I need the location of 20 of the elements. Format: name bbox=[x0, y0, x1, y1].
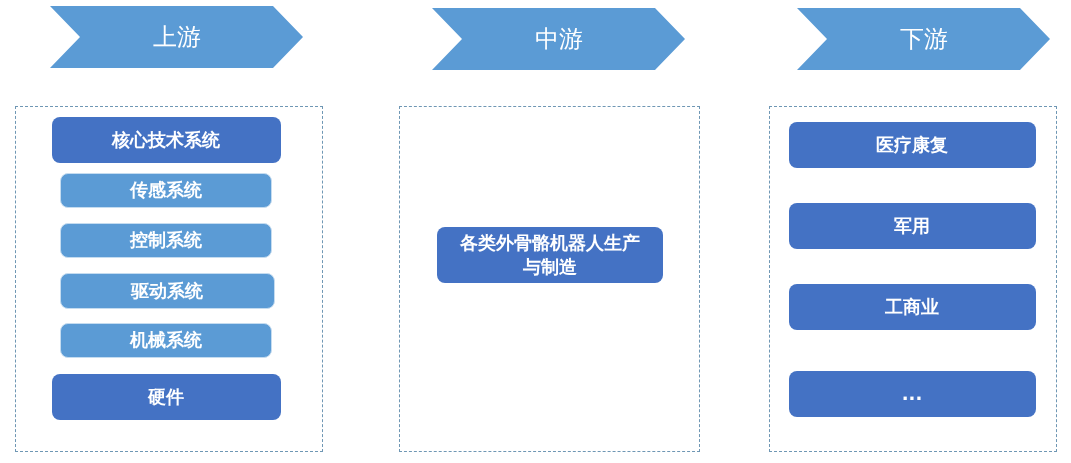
dashed-frame bbox=[769, 106, 1057, 452]
chevron-banner bbox=[50, 6, 303, 68]
chevron-banner bbox=[797, 8, 1050, 70]
dashed-frame bbox=[399, 106, 700, 452]
dashed-frame bbox=[15, 106, 323, 452]
category-box: 核心技术系统 bbox=[51, 116, 281, 163]
subsystem-box: 驱动系统 bbox=[59, 272, 275, 309]
category-box: 各类外骨骼机器人生产与制造 bbox=[436, 226, 663, 283]
stage-label: 上游 bbox=[152, 23, 201, 51]
stage-label: 下游 bbox=[899, 25, 948, 53]
category-box: 军用 bbox=[788, 202, 1036, 249]
category-box: ... bbox=[788, 370, 1036, 417]
stage-label: 中游 bbox=[534, 25, 583, 53]
subsystem-box: 传感系统 bbox=[59, 172, 272, 208]
subsystem-box: 机械系统 bbox=[59, 322, 272, 358]
subsystem-box: 控制系统 bbox=[59, 222, 272, 258]
category-box: 医疗康复 bbox=[788, 121, 1036, 168]
chevron-banner bbox=[432, 8, 685, 70]
category-box: 硬件 bbox=[51, 373, 281, 420]
category-box: 工商业 bbox=[788, 283, 1036, 330]
